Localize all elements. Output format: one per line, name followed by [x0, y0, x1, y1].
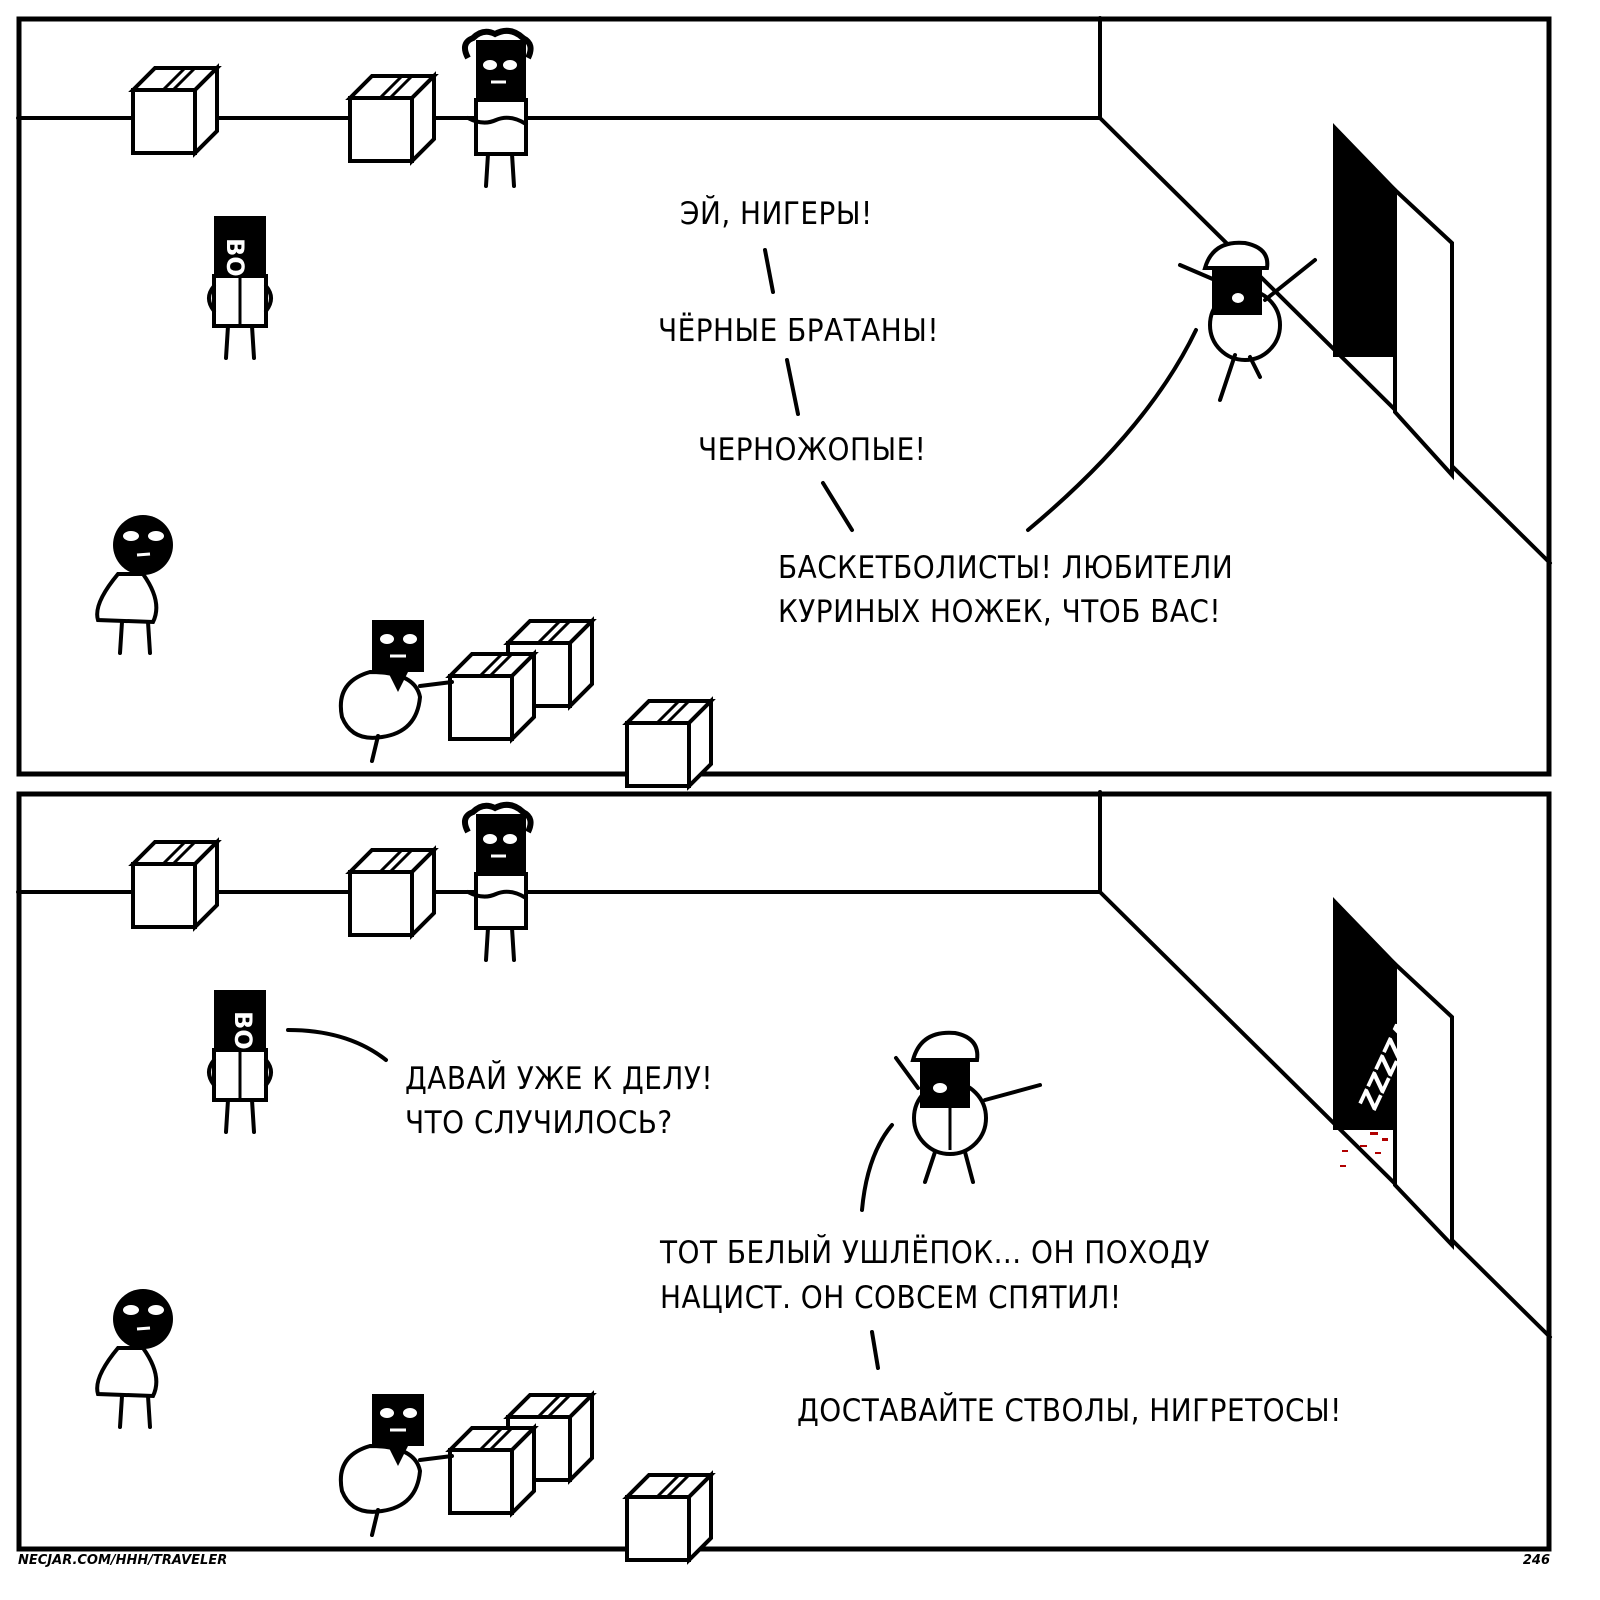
speech-line: ДАВАЙ УЖЕ К ДЕЛУ! [405, 1061, 713, 1097]
page-number: 246 [1523, 1553, 1550, 1568]
panel-1: BO ЭЙ, НИГЕРЫ! ЧЁРНЫЕ БРАТАНЫ! ЧЕРНОЖОПЫ… [18, 18, 1550, 786]
svg-text:BO: BO [221, 238, 249, 277]
white-guy [1178, 240, 1317, 402]
speech-line: НАЦИСТ. ОН СОВСЕМ СПЯТИЛ! [660, 1280, 1122, 1316]
speech-line: ЧТО СЛУЧИЛОСЬ? [405, 1105, 673, 1141]
speech-line: ДОСТАВАЙТЕ СТВОЛЫ, НИГРЕТОСЫ! [797, 1393, 1342, 1429]
white-guy [894, 1030, 1042, 1184]
speech-line: ТОТ БЕЛЫЙ УШЛЁПОК... ОН ПОХОДУ [659, 1235, 1210, 1271]
speech-tails [763, 248, 1198, 532]
speech-tails [286, 1028, 894, 1370]
speech-line: КУРИНЫХ НОЖЕК, ЧТОБ ВАС! [778, 594, 1221, 630]
panel-2: BO ZZZZAP! ДАВАЙ УЖЕ К ДЕЛУ! ЧТО СЛУЧИЛО… [18, 792, 1550, 1560]
speech-line: БАСКЕТБОЛИСТЫ! ЛЮБИТЕЛИ [778, 550, 1233, 586]
footer-url: NECJAR.COM/HHH/TRAVELER [18, 1553, 227, 1568]
speech-line: ЭЙ, НИГЕРЫ! [680, 196, 873, 232]
speech-line: ЧЕРНОЖОПЫЕ! [698, 432, 926, 468]
svg-text:BO: BO [229, 1011, 257, 1050]
blood-splatter [1340, 1132, 1388, 1167]
speech-line: ЧЁРНЫЕ БРАТАНЫ! [658, 313, 939, 349]
